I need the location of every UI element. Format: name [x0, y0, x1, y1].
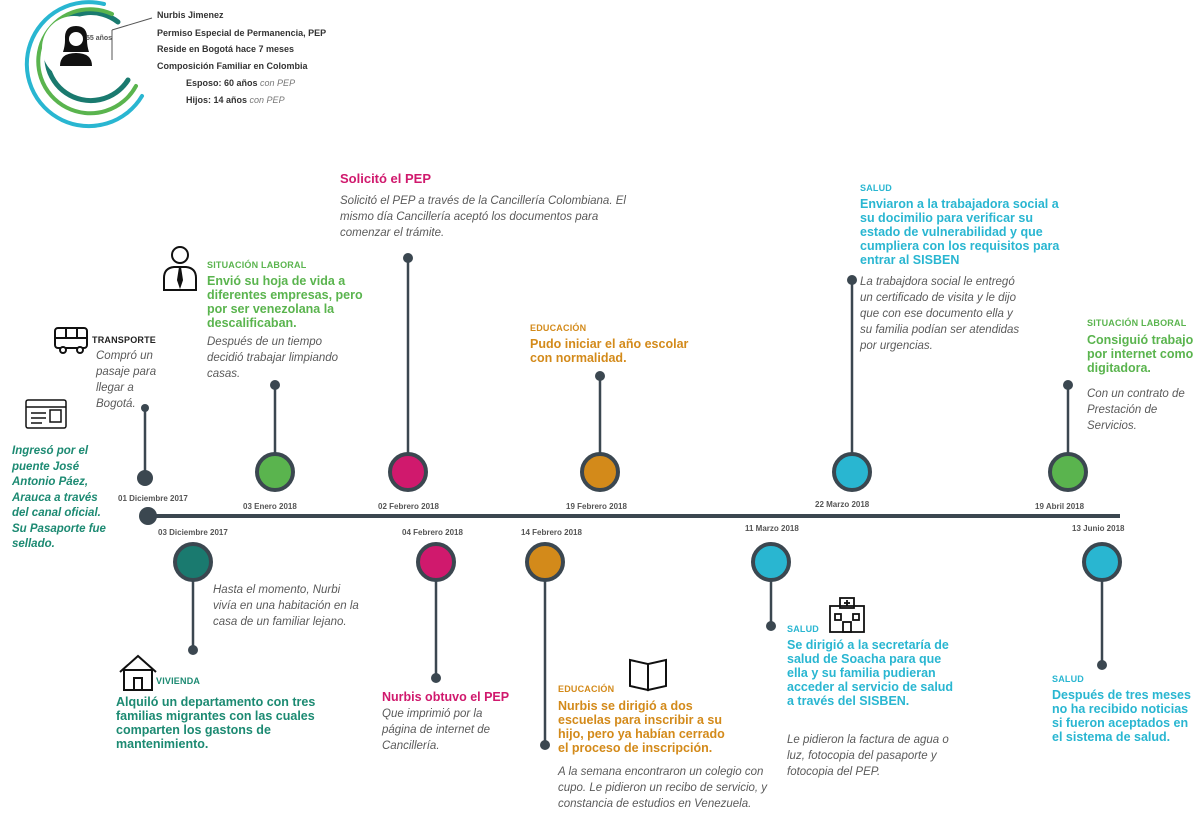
profile-residence: Reside en Bogotá hace 7 meses: [157, 44, 295, 54]
entry-text: Ingresó por el puente José Antonio Páez,…: [12, 445, 106, 550]
health1-date: 11 Marzo 2018: [745, 524, 799, 533]
profile-permit: Permiso Especial de Permanencia, PEP: [157, 28, 327, 38]
work2-date: 19 Abril 2018: [1035, 502, 1085, 511]
health1-headline: Se dirigió a la secretaría de salud de S…: [787, 638, 954, 708]
pep-request-body: Solicitó el PEP a través de la Canciller…: [340, 195, 626, 239]
school-search-headline: Nurbis se dirigió a dos escuelas para in…: [558, 699, 725, 755]
employee-icon: [163, 246, 197, 291]
document-icon: [25, 399, 67, 429]
axis-start-dot: [139, 507, 157, 525]
profile-spouse-note: con PEP: [260, 78, 296, 88]
school-start-category: EDUCACIÓN: [530, 323, 587, 333]
health1-category: SALUD: [787, 624, 819, 634]
work1-headline: Envió su hoja de vida a diferentes empre…: [207, 274, 363, 330]
school-search-category: EDUCACIÓN: [558, 684, 615, 694]
work2-body: Con un contrato de Prestación de Servici…: [1087, 388, 1185, 432]
book-icon: [629, 658, 667, 692]
health2-body: La trabajdora social le entregó un certi…: [860, 276, 1020, 352]
avatar-icon: [56, 22, 96, 66]
health3-headline: Después de tres meses no ha recibido not…: [1052, 688, 1191, 744]
profile-children-age: Hijos: 14 años: [186, 95, 248, 105]
health3-date: 13 Junio 2018: [1072, 524, 1125, 533]
health1-body: Le pidieron la factura de agua o luz, fo…: [787, 734, 949, 778]
bus-icon: [54, 327, 88, 354]
pep-obtained-headline: Nurbis obtuvo el PEP: [382, 690, 510, 704]
pep-request-date: 02 Febrero 2018: [378, 502, 439, 511]
pep-obtained-date: 04 Febrero 2018: [402, 528, 463, 537]
school-search-date: 14 Febrero 2018: [521, 528, 582, 537]
profile-name: Nurbis Jimenez: [157, 10, 224, 20]
health2-category: SALUD: [860, 183, 892, 193]
health2-date: 22 Marzo 2018: [815, 500, 870, 509]
profile-children: Hijos: 14 años con PEP: [186, 95, 285, 105]
profile-family-title: Composición Familiar en Colombia: [157, 61, 308, 71]
profile-spouse-age: Esposo: 60 años: [186, 78, 258, 88]
health2-headline: Enviaron a la trabajadora social a su do…: [860, 197, 1060, 267]
health3-category: SALUD: [1052, 674, 1084, 684]
transport-category: TRANSPORTE: [92, 335, 157, 345]
pep-obtained-body: Que imprimió por la página de internet d…: [382, 708, 491, 752]
work1-category: SITUACIÓN LABORAL: [207, 260, 307, 270]
event-markers: [137, 452, 1122, 582]
work2-category: SITUACIÓN LABORAL: [1087, 318, 1187, 328]
housing-body: Hasta el momento, Nurbi vivía en una hab…: [213, 584, 359, 628]
profile-spouse: Esposo: 60 años con PEP: [186, 78, 295, 88]
school-start-date: 19 Febrero 2018: [566, 502, 627, 511]
school-search-body: A la semana encontraron un colegio con c…: [558, 766, 768, 810]
pep-request-headline: Solicitó el PEP: [340, 171, 432, 186]
profile-age: 55 años: [86, 35, 113, 42]
profile-children-note: con PEP: [249, 95, 285, 105]
work2-headline: Consiguió trabajo por internet como digi…: [1087, 333, 1194, 375]
stem-end-dots: [141, 253, 1107, 750]
work1-body: Después de un tiempo decidió trabajar li…: [207, 336, 339, 380]
hospital-icon: [829, 597, 865, 633]
entry-date: 01 Diciembre 2017: [118, 494, 188, 503]
housing-headline: Alquiló un departamento con tres familia…: [116, 695, 316, 751]
school-start-headline: Pudo iniciar el año escolar con normalid…: [530, 337, 689, 365]
housing-date: 03 Diciembre 2017: [158, 528, 228, 537]
transport-body: Compró un pasaje para llegar a Bogotá.: [96, 350, 157, 410]
profile-connector: [111, 17, 153, 31]
housing-category: VIVIENDA: [156, 676, 201, 686]
house-icon: [119, 654, 157, 691]
work1-date: 03 Enero 2018: [243, 502, 297, 511]
